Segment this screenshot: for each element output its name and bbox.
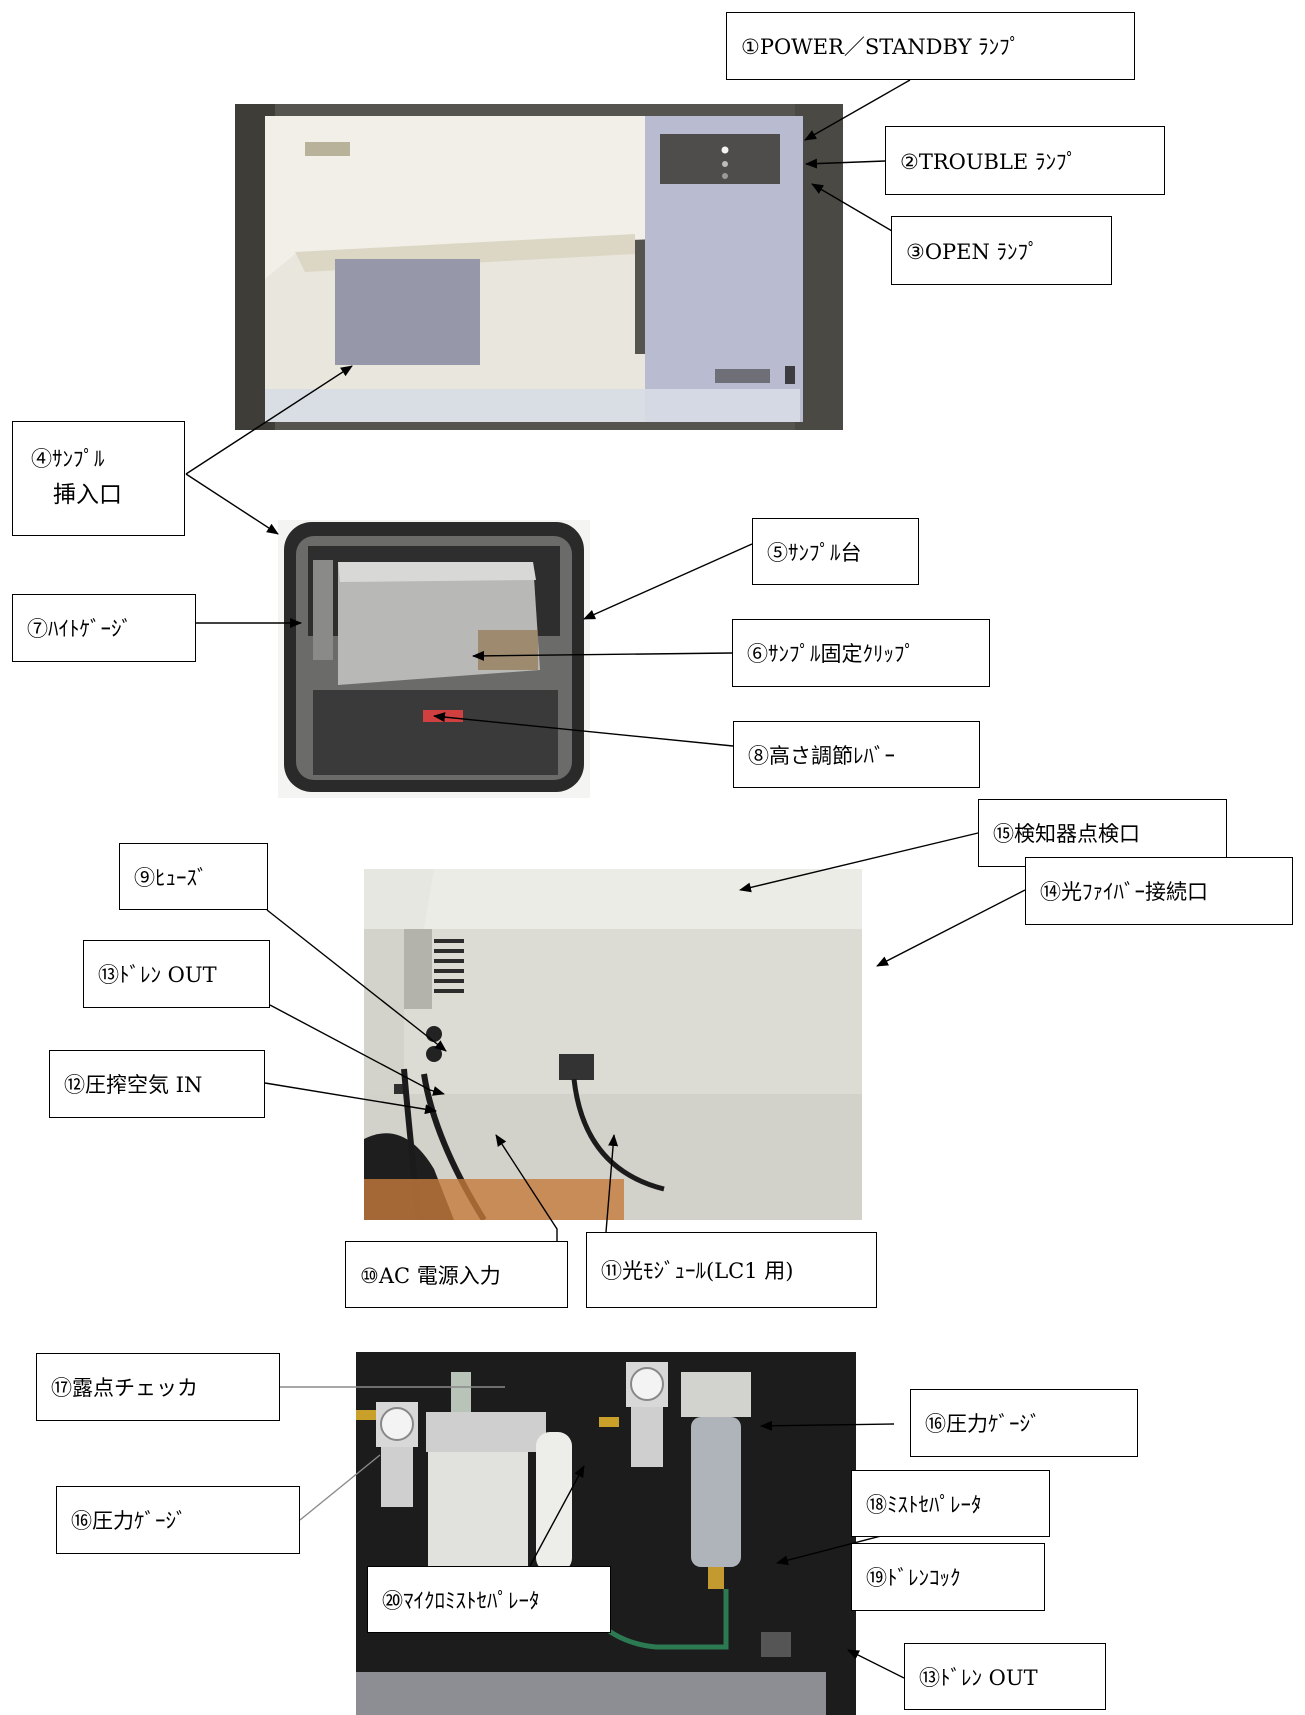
callout-pressure-gauge-right: ⑯圧力ｹﾞｰｼﾞ <box>910 1389 1138 1457</box>
callout-height-gauge: ⑦ﾊｲﾄｹﾞｰｼﾞ <box>12 594 196 662</box>
callout-drain-cock: ⑲ﾄﾞﾚﾝｺｯｸ <box>851 1543 1045 1611</box>
callout-detector-access: ⑮検知器点検口 <box>978 799 1227 867</box>
callout-drain-out-air: ⑬ﾄﾞﾚﾝ OUT <box>904 1643 1106 1710</box>
callout-label: ⑯圧力ｹﾞｰｼﾞ <box>71 1509 187 1533</box>
callout-label: ②TROUBLE ﾗﾝﾌﾟ <box>900 149 1077 174</box>
callout-label: ⑤ｻﾝﾌﾟﾙ台 <box>767 540 862 565</box>
callout-drain-out-rear: ⑬ﾄﾞﾚﾝ OUT <box>83 940 270 1008</box>
callout-compressed-air-in: ⑫圧搾空気 IN <box>49 1050 265 1118</box>
callout-sample-clip: ⑥ｻﾝﾌﾟﾙ固定ｸﾘｯﾌﾟ <box>732 619 990 687</box>
callout-sample-stage: ⑤ｻﾝﾌﾟﾙ台 <box>752 518 919 585</box>
callout-ac-power-input: ⑩AC 電源入力 <box>345 1241 568 1308</box>
callout-micro-mist-separator: ⑳ﾏｲｸﾛﾐｽﾄｾﾊﾟﾚｰﾀ <box>367 1566 611 1633</box>
callout-mist-separator: ⑱ﾐｽﾄｾﾊﾟﾚｰﾀ <box>851 1470 1050 1537</box>
callout-label: ⑥ｻﾝﾌﾟﾙ固定ｸﾘｯﾌﾟ <box>747 642 915 666</box>
callout-label: ⑫圧搾空気 IN <box>64 1073 203 1097</box>
front-view-photo <box>235 104 843 430</box>
callout-label: ⑱ﾐｽﾄｾﾊﾟﾚｰﾀ <box>866 1492 982 1517</box>
air-unit-photo <box>356 1352 856 1715</box>
callout-power-standby-lamp: ①POWER／STANDBY ﾗﾝﾌﾟ <box>726 12 1135 80</box>
callout-optical-module: ⑪光ﾓｼﾞｭｰﾙ(LC1 用) <box>586 1232 877 1308</box>
callout-label: ⑯圧力ｹﾞｰｼﾞ <box>925 1412 1041 1436</box>
callout-fuse: ⑨ﾋｭｰｽﾞ <box>119 843 268 910</box>
rear-view-photo <box>364 869 862 1220</box>
sample-chamber-photo <box>278 520 590 798</box>
callout-open-lamp: ③OPEN ﾗﾝﾌﾟ <box>891 216 1112 285</box>
callout-label: ①POWER／STANDBY ﾗﾝﾌﾟ <box>741 35 1021 59</box>
callout-label: ⑬ﾄﾞﾚﾝ OUT <box>919 1665 1038 1690</box>
callout-label: ⑰露点チェッカ <box>51 1376 198 1400</box>
callout-pressure-gauge-left: ⑯圧力ｹﾞｰｼﾞ <box>56 1486 300 1554</box>
callout-label: ⑳ﾏｲｸﾛﾐｽﾄｾﾊﾟﾚｰﾀ <box>382 1588 540 1613</box>
callout-label: ⑨ﾋｭｰｽﾞ <box>134 865 208 890</box>
callout-label: ⑭光ﾌｧｲﾊﾞｰ接続口 <box>1040 880 1208 904</box>
callout-label: ⑦ﾊｲﾄｹﾞｰｼﾞ <box>27 617 132 641</box>
callout-label: ⑬ﾄﾞﾚﾝ OUT <box>98 963 217 987</box>
callout-fiber-port: ⑭光ﾌｧｲﾊﾞｰ接続口 <box>1025 857 1293 925</box>
callout-label-line2: 挿入口 <box>53 481 122 508</box>
callout-label: ⑮検知器点検口 <box>993 822 1140 846</box>
callout-height-lever: ⑧高さ調節ﾚﾊﾞｰ <box>733 721 980 788</box>
callout-dew-point-checker: ⑰露点チェッカ <box>36 1353 280 1421</box>
callout-label: ③OPEN ﾗﾝﾌﾟ <box>906 239 1039 264</box>
callout-label: ⑩AC 電源入力 <box>360 1263 501 1288</box>
callout-label: ⑲ﾄﾞﾚﾝｺｯｸ <box>866 1566 961 1590</box>
callout-label: ⑪光ﾓｼﾞｭｰﾙ(LC1 用) <box>601 1259 794 1283</box>
callout-label: ⑧高さ調節ﾚﾊﾞｰ <box>748 743 895 768</box>
callout-sample-insertion-port: ④ｻﾝﾌﾟﾙ 挿入口 <box>12 421 185 536</box>
callout-trouble-lamp: ②TROUBLE ﾗﾝﾌﾟ <box>885 126 1165 195</box>
callout-label-line1: ④ｻﾝﾌﾟﾙ <box>31 447 105 472</box>
